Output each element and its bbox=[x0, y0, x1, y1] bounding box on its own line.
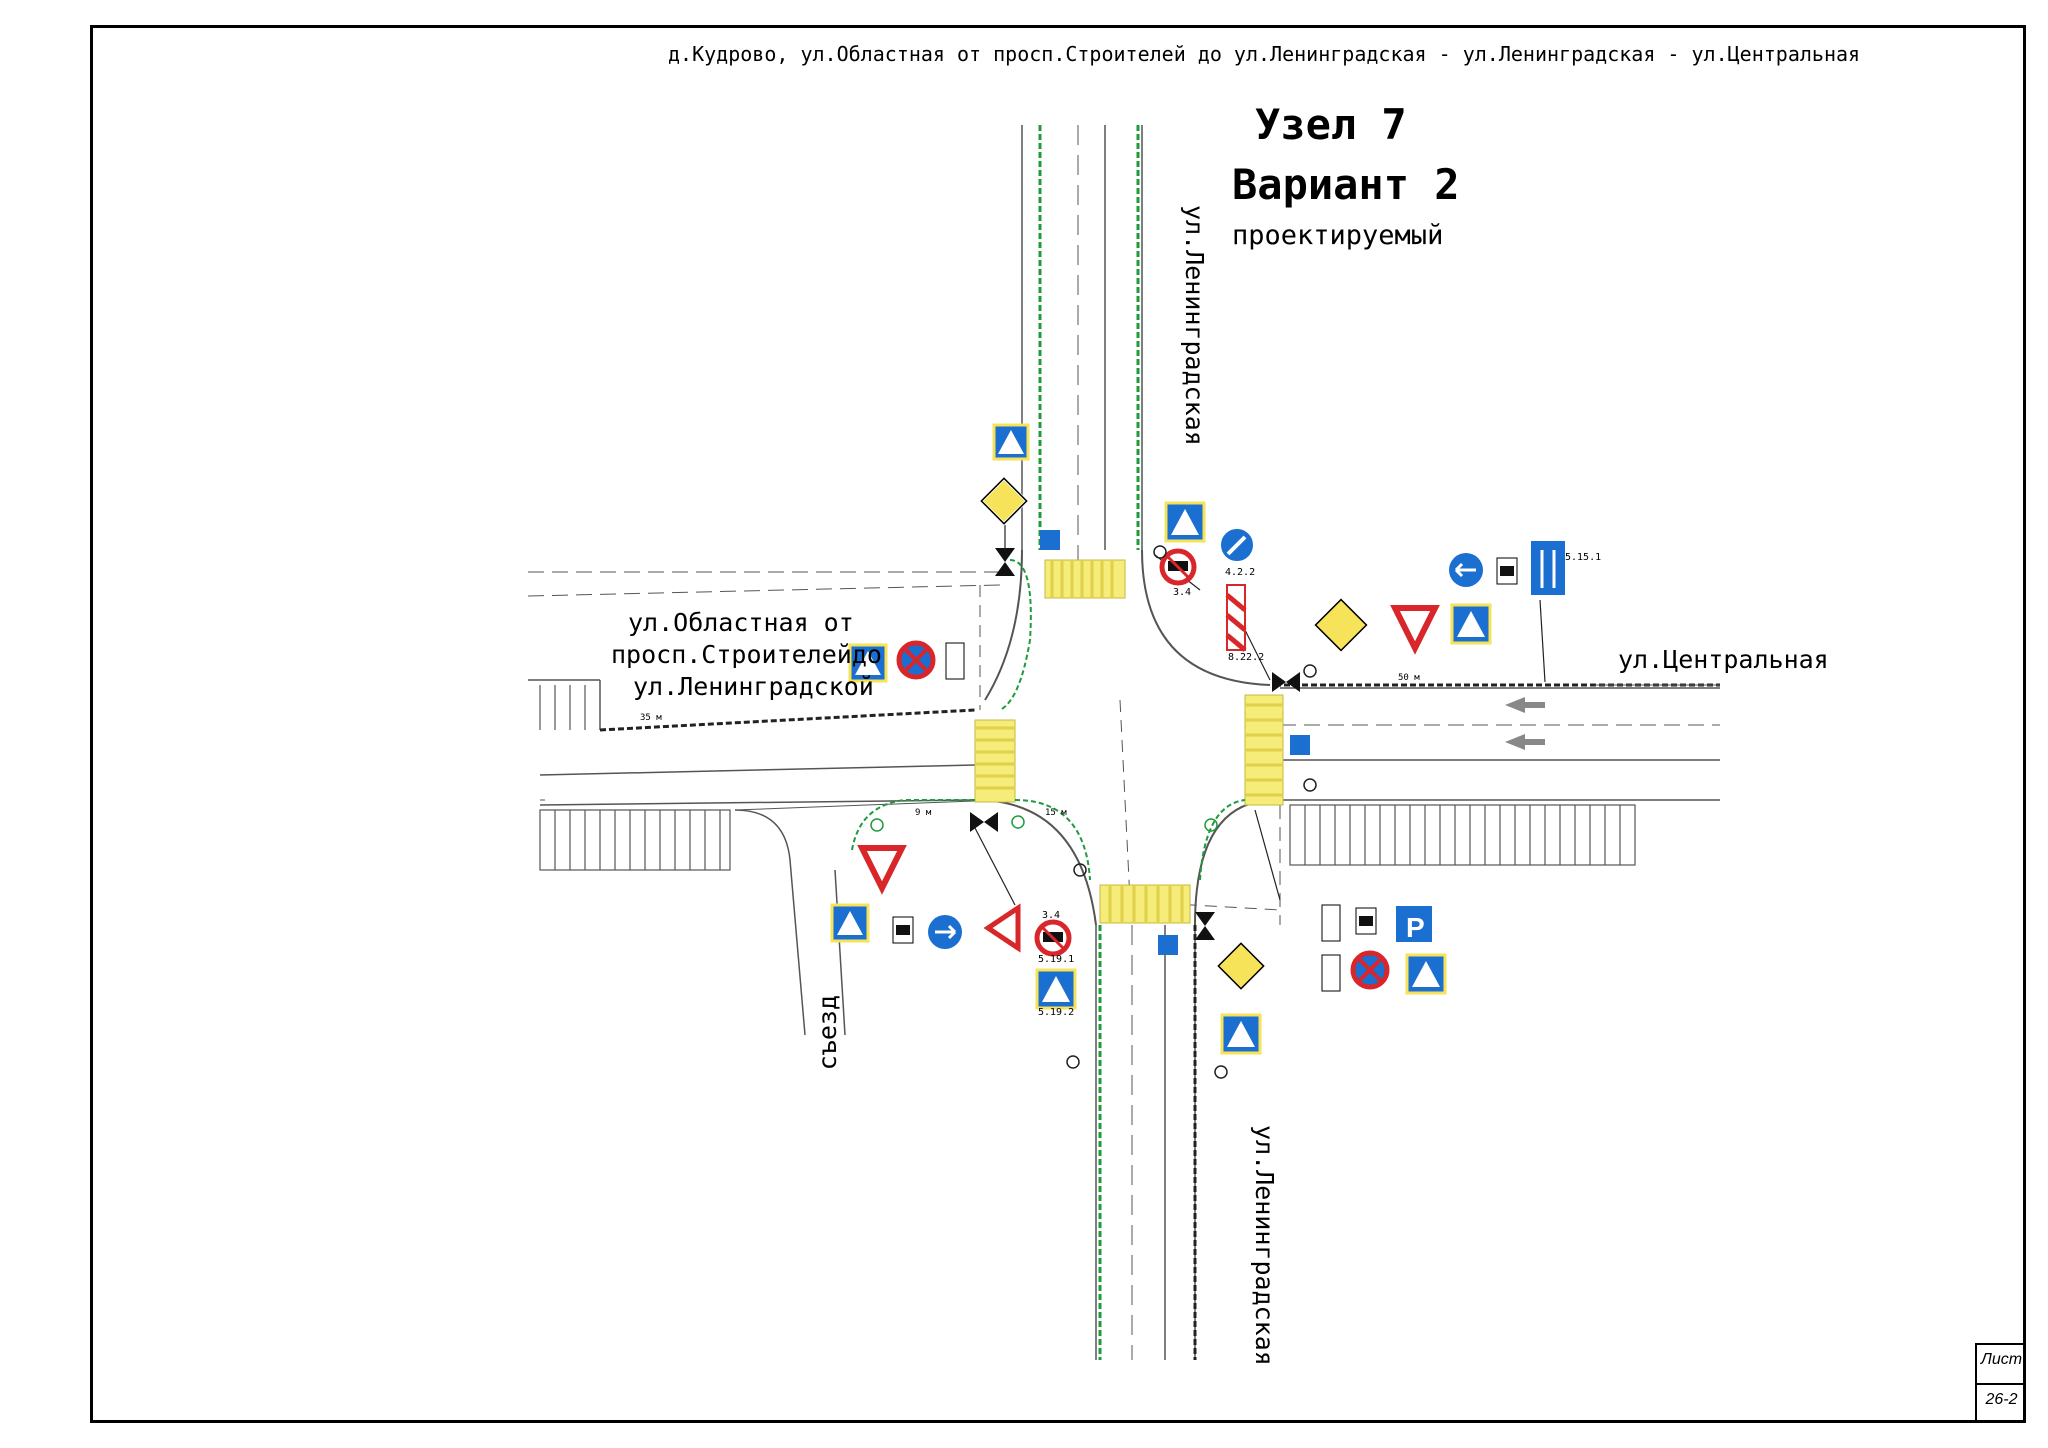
street-label-sezd: съезд bbox=[813, 995, 842, 1071]
sign-code-label: 3.4 bbox=[1042, 910, 1060, 921]
distance-label: 15 м bbox=[1045, 808, 1067, 818]
distance-label: 35 м bbox=[640, 713, 662, 723]
marker-circles-green bbox=[870, 815, 1218, 832]
lane-arrows bbox=[1505, 697, 1545, 750]
sign-code-label: 8.22.2 bbox=[1228, 652, 1264, 663]
node-title: Узел 7 bbox=[1255, 100, 1407, 149]
pedestrian-fence bbox=[851, 559, 1246, 881]
sheet-divider bbox=[1977, 1383, 2026, 1385]
sign-code-label: 3.4 bbox=[1173, 587, 1191, 598]
no-parking-sign-icon bbox=[896, 640, 1390, 990]
sign-code-label: 4.2.2 bbox=[1225, 567, 1255, 578]
sheet-stamp: Лист 26-2 bbox=[1975, 1343, 2026, 1423]
status-note: проектируемый bbox=[1232, 220, 1444, 251]
sign-code-label: 5.19.1 bbox=[1038, 954, 1074, 965]
parking-sign-icon: P bbox=[1394, 904, 1434, 944]
crosswalk-stripes bbox=[975, 560, 1283, 923]
west-road bbox=[527, 571, 1001, 811]
main-road-sign-icon bbox=[979, 476, 1368, 990]
street-label-oblastnaya-line3: ул.Ленинградской bbox=[633, 672, 874, 701]
distance-label: 9 м bbox=[915, 808, 932, 818]
give-way-sign-icon bbox=[857, 605, 1440, 953]
drawing-frame bbox=[90, 25, 2026, 1423]
east-parking bbox=[1289, 804, 1636, 866]
curb-returns bbox=[974, 549, 1281, 926]
sign-code-label: 5.19.2 bbox=[1038, 1007, 1074, 1018]
south-road bbox=[1095, 925, 1197, 1360]
street-label-oblastnaya-line2: просп.Строителейдо bbox=[611, 640, 882, 669]
west-parking bbox=[539, 685, 731, 871]
street-label-tsentralnaya: ул.Центральная bbox=[1618, 645, 1829, 674]
marker-circles bbox=[1066, 545, 1317, 1079]
traffic-light-icon bbox=[970, 548, 1300, 940]
straight-only-sign-icon bbox=[928, 553, 1483, 949]
pedestrian-crossing-sign-icon bbox=[830, 423, 1492, 1055]
no-trucks-sign-icon bbox=[1034, 548, 1197, 957]
street-label-oblastnaya-line1: ул.Областная от bbox=[628, 608, 854, 637]
lane-direction-sign-icon bbox=[1529, 539, 1567, 597]
sign-code-label: 5.15.1 bbox=[1565, 552, 1601, 563]
variant-title: Вариант 2 bbox=[1232, 160, 1460, 209]
sheet-label: Лист bbox=[1980, 1351, 2023, 1368]
street-label-leningradskaya-south: ул.Ленинградская bbox=[1250, 1125, 1279, 1366]
distance-label: 50 м bbox=[1398, 673, 1420, 683]
keep-left-sign-icon bbox=[1219, 527, 1255, 563]
svg-text:P: P bbox=[1406, 912, 1425, 943]
street-label-leningradskaya-north: ул.Ленинградская bbox=[1180, 205, 1209, 446]
drawing-header-title: д.Кудрово, ул.Областная от просп.Строите… bbox=[668, 42, 1861, 66]
barrier-sign-icon bbox=[1225, 584, 1247, 652]
truck-plate-icon bbox=[892, 557, 1518, 992]
north-road bbox=[1021, 125, 1143, 560]
exit-road bbox=[734, 809, 846, 1036]
east-road bbox=[1275, 683, 1720, 801]
crosswalk-west bbox=[974, 719, 1016, 803]
sheet-number: 26-2 bbox=[1985, 1391, 2018, 1408]
